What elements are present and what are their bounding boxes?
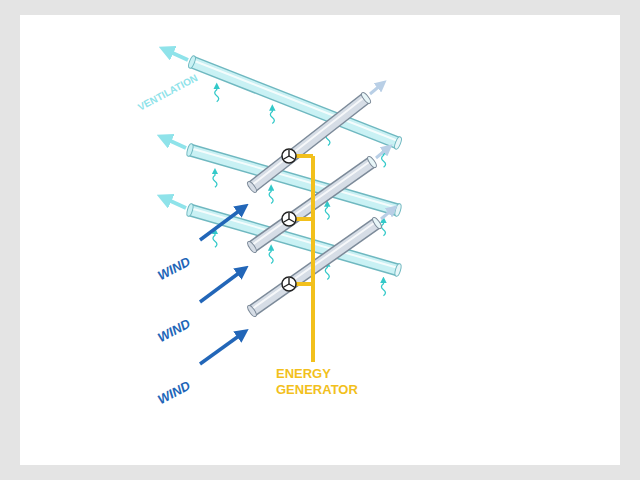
outflow-arrow bbox=[376, 148, 388, 158]
air-squiggle bbox=[325, 204, 329, 220]
air-squiggle bbox=[270, 108, 274, 124]
ventilation-arrow bbox=[164, 198, 186, 208]
ventilation-arrow bbox=[166, 50, 188, 60]
turbine-symbol bbox=[282, 212, 296, 226]
ventilation-pipe bbox=[187, 55, 402, 150]
turbine-symbol bbox=[282, 149, 296, 163]
air-squiggle bbox=[213, 171, 217, 187]
generator-label: ENERGY GENERATOR bbox=[276, 366, 376, 397]
air-squiggle bbox=[381, 280, 385, 296]
white-frame bbox=[20, 15, 620, 465]
outflow-arrow bbox=[381, 209, 393, 219]
air-squiggle bbox=[269, 247, 273, 263]
air-squiggle bbox=[213, 231, 217, 247]
ventilation-pipe bbox=[186, 143, 402, 217]
air-squiggle bbox=[269, 187, 273, 203]
turbine-symbol bbox=[282, 277, 296, 291]
air-squiggle bbox=[381, 220, 385, 236]
air-squiggle bbox=[215, 86, 219, 102]
ventilation-arrow bbox=[164, 138, 186, 148]
ventilation-pipe bbox=[186, 203, 402, 277]
outflow-arrow bbox=[370, 84, 382, 94]
